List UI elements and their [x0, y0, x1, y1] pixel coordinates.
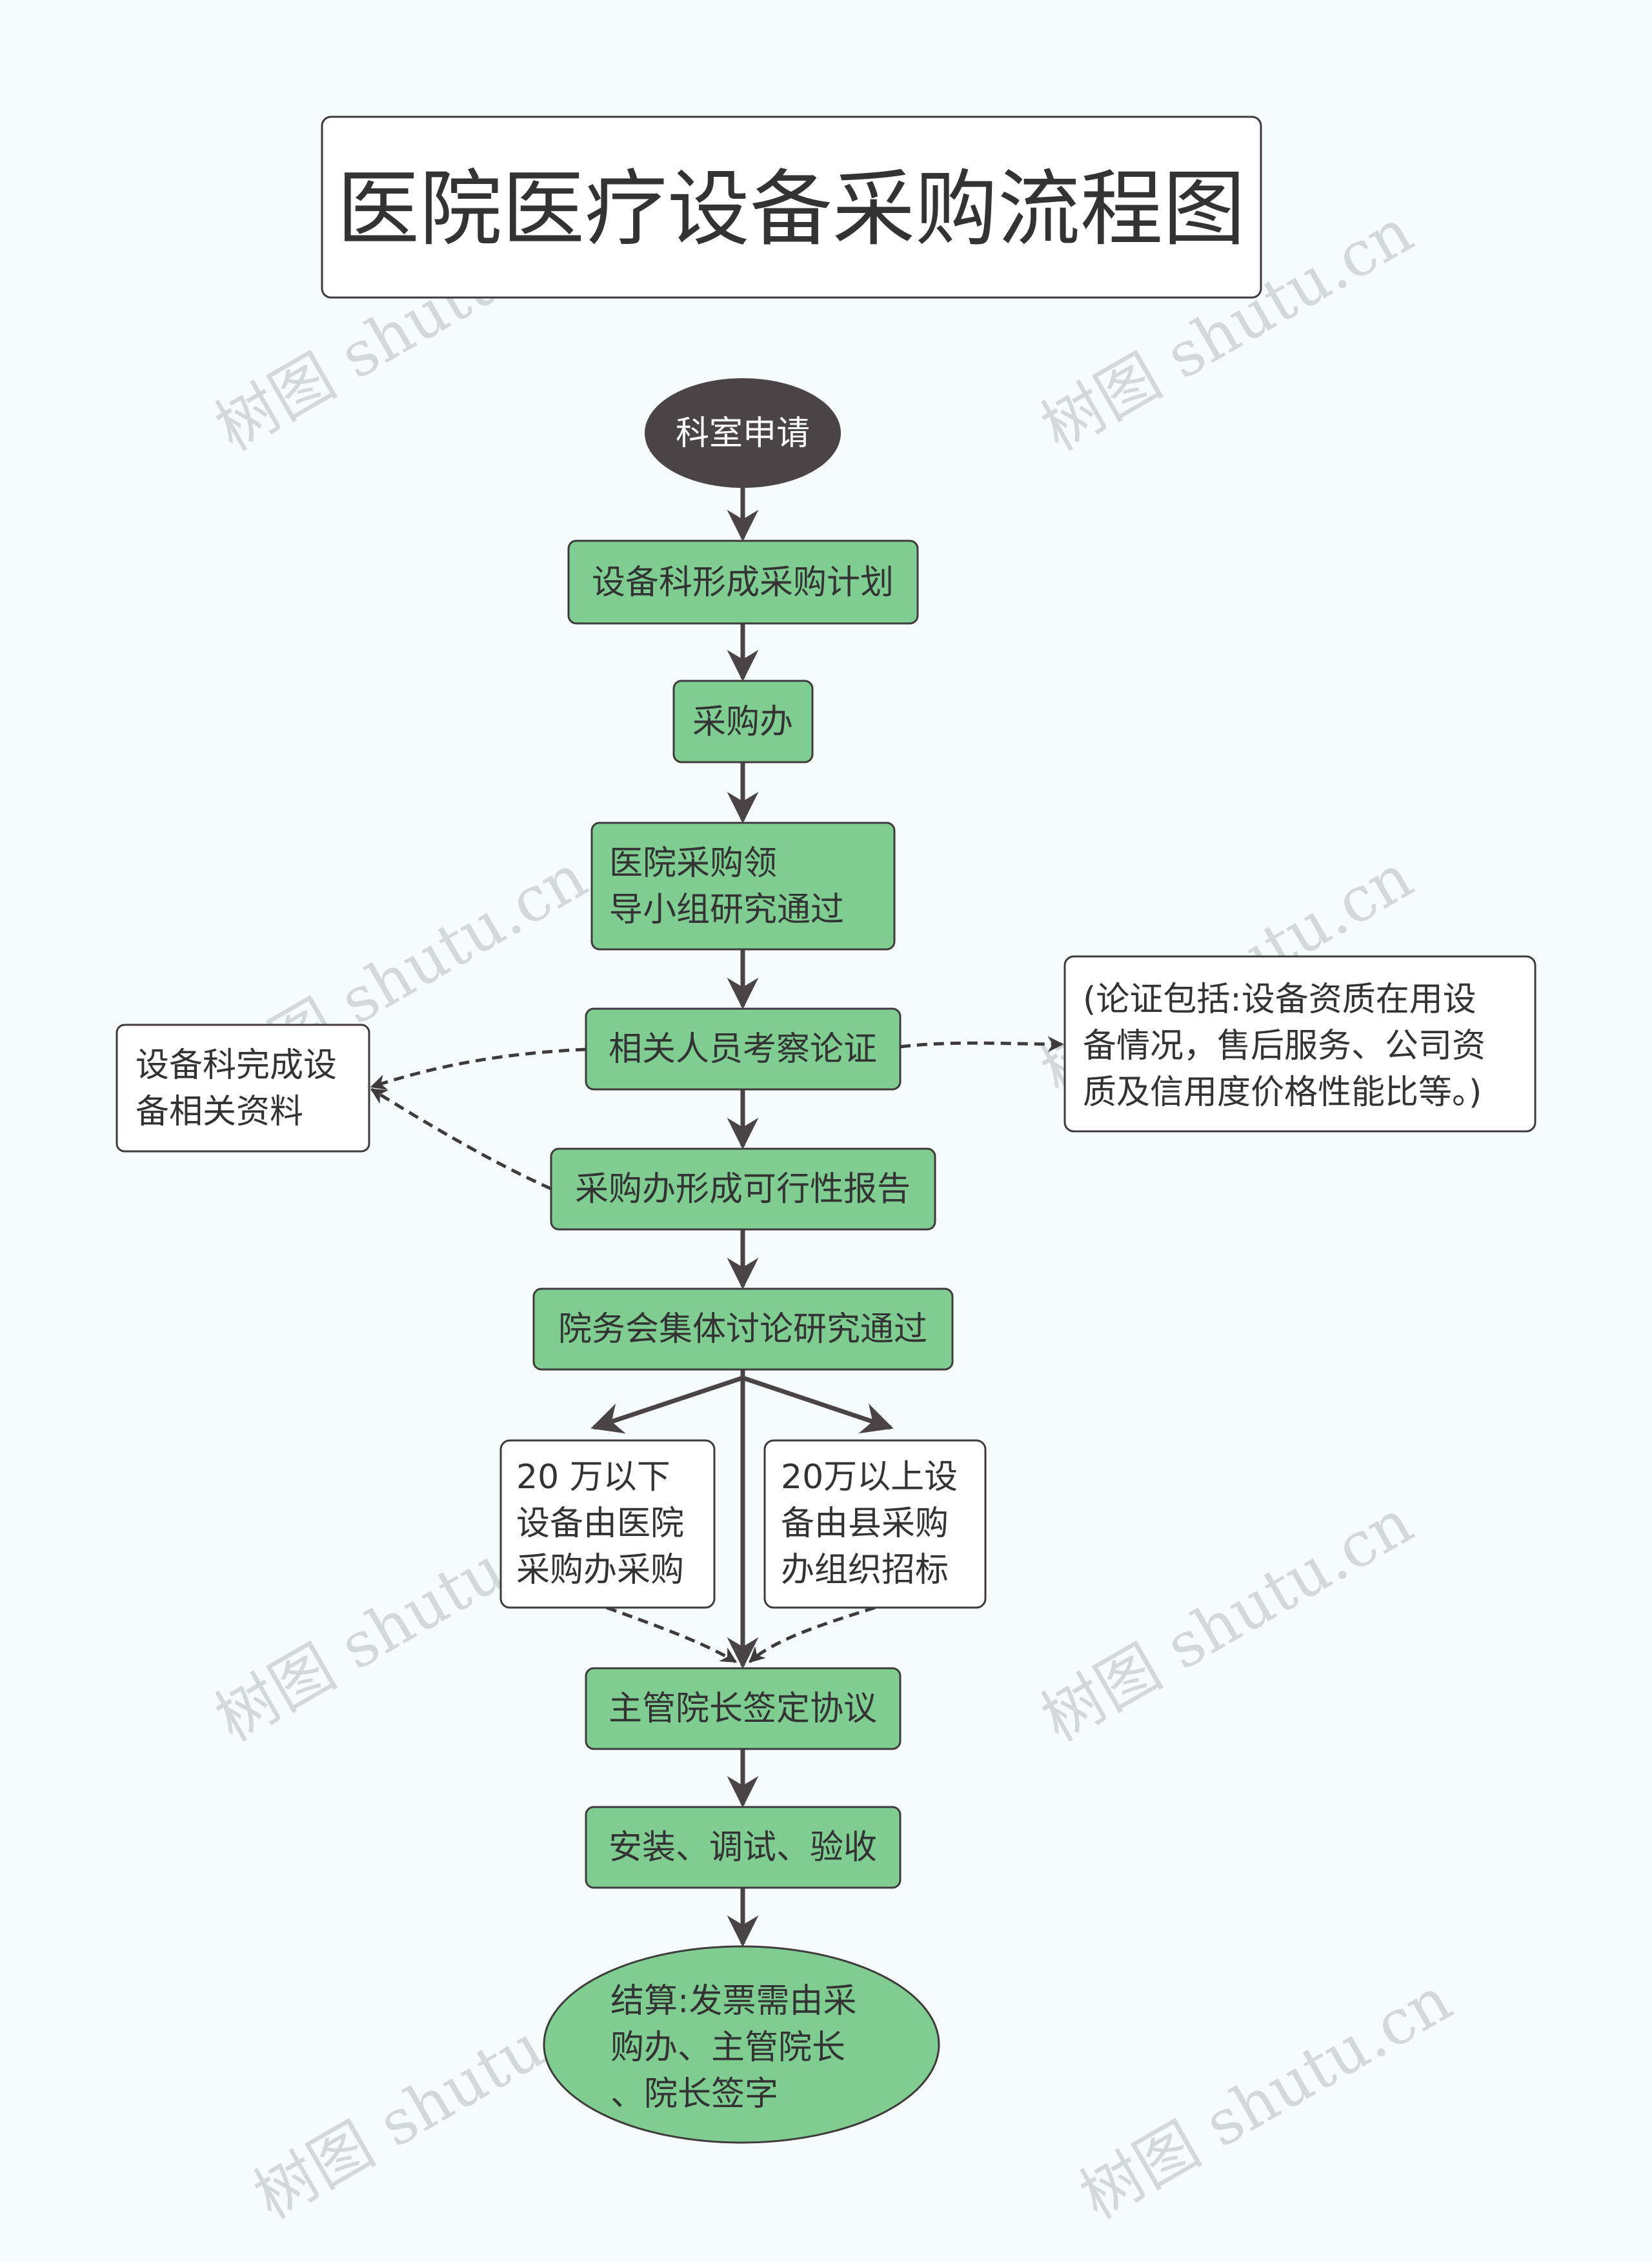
note-right-line: 备情况，售后服务、公司资 — [1083, 1027, 1486, 1065]
note-right: (论证包括:设备资质在用设 备情况，售后服务、公司资 质及信用度价格性能比等。) — [1063, 955, 1536, 1133]
watermark: 树图 shutu.cn — [1069, 1963, 1464, 2233]
node-settle-line: 、院长签字 — [610, 2075, 778, 2114]
note-left-line: 备相关资料 — [136, 1093, 303, 1131]
node-below-20w-line: 20 万以下 — [516, 1458, 670, 1497]
node-report[interactable]: 采购办形成可行性报告 — [550, 1147, 936, 1231]
node-review[interactable]: 相关人员考察论证 — [585, 1007, 902, 1091]
node-leader-line: 医院采购领 — [609, 844, 777, 883]
dashed-arrow — [900, 1036, 1064, 1053]
note-right-line: (论证包括:设备资质在用设 — [1083, 980, 1476, 1019]
dashed-arrow — [370, 1047, 587, 1090]
node-above-20w-line: 20万以上设 — [781, 1458, 958, 1497]
node-below-20w[interactable]: 20 万以下 设备由医院 采购办采购 — [499, 1439, 716, 1609]
page-title: 医院医疗设备采购流程图 — [337, 161, 1245, 258]
arrow — [741, 1375, 894, 1434]
node-council-label: 院务会集体讨论研究通过 — [558, 1310, 927, 1349]
note-right-line: 质及信用度价格性能比等。) — [1083, 1073, 1482, 1112]
node-council[interactable]: 院务会集体讨论研究通过 — [532, 1288, 954, 1371]
node-install[interactable]: 安装、调试、验收 — [585, 1806, 902, 1889]
note-left: 设备科完成设 备相关资料 — [116, 1024, 370, 1153]
node-plan[interactable]: 设备科形成采购计划 — [567, 540, 919, 625]
dashed-arrow — [749, 1606, 876, 1663]
node-office-label: 采购办 — [692, 703, 793, 742]
node-plan-label: 设备科形成采购计划 — [592, 563, 894, 602]
node-report-label: 采购办形成可行性报告 — [575, 1170, 911, 1209]
node-below-20w-line: 采购办采购 — [516, 1551, 684, 1590]
node-leader[interactable]: 医院采购领 导小组研究通过 — [590, 822, 896, 951]
dashed-arrow — [606, 1606, 738, 1664]
node-below-20w-line: 设备由医院 — [516, 1504, 684, 1543]
node-review-label: 相关人员考察论证 — [609, 1030, 877, 1069]
node-start[interactable]: 科室申请 — [645, 378, 841, 488]
node-above-20w[interactable]: 20万以上设 备由县采购 办组织招标 — [763, 1439, 987, 1609]
node-settle-line: 购办、主管院长 — [610, 2028, 845, 2067]
node-start-label: 科室申请 — [676, 414, 810, 453]
node-settle[interactable]: 结算:发票需由采 购办、主管院长 、院长签字 — [543, 1945, 940, 2144]
node-sign[interactable]: 主管院长签定协议 — [585, 1667, 902, 1750]
node-above-20w-line: 办组织招标 — [781, 1551, 949, 1590]
edges — [370, 488, 1064, 1947]
node-above-20w-line: 备由县采购 — [781, 1504, 949, 1543]
node-install-label: 安装、调试、验收 — [609, 1828, 877, 1867]
title-box: 医院医疗设备采购流程图 — [321, 116, 1262, 299]
node-settle-line: 结算:发票需由采 — [610, 1982, 857, 2021]
arrow — [590, 1375, 744, 1434]
node-sign-label: 主管院长签定协议 — [609, 1690, 877, 1728]
watermark: 树图 shutu.cn — [1030, 1486, 1425, 1755]
node-leader-line: 导小组研究通过 — [609, 891, 844, 929]
note-left-line: 设备科完成设 — [136, 1046, 337, 1085]
dashed-arrow — [370, 1087, 552, 1191]
node-office[interactable]: 采购办 — [672, 680, 814, 763]
